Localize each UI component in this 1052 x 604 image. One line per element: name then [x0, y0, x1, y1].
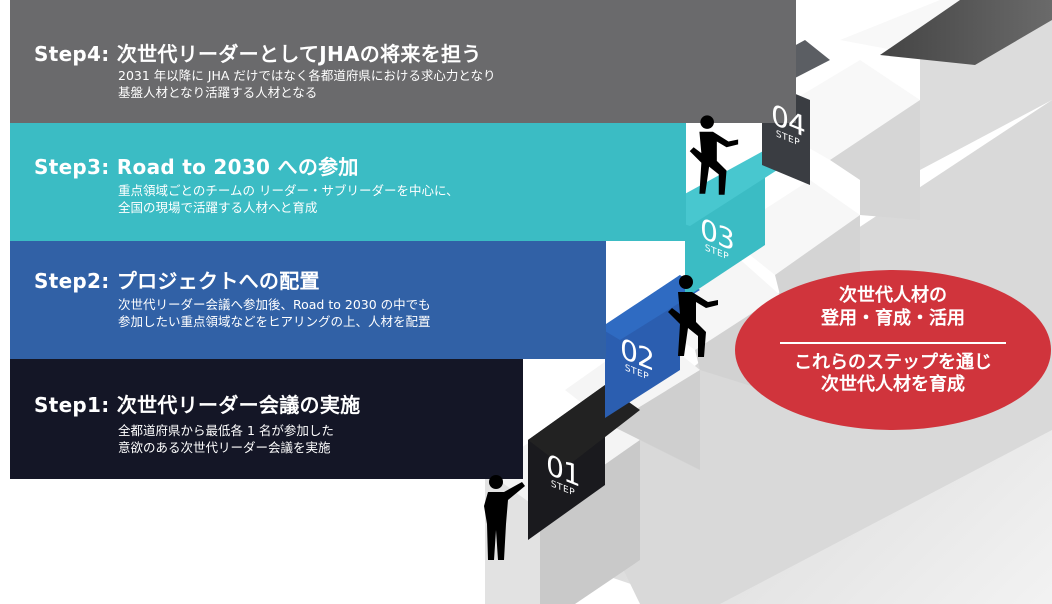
climbing-person-icon	[668, 275, 718, 357]
pointing-person-icon	[484, 475, 525, 560]
step1-title: Step1: 次世代リーダー会議の実施	[34, 393, 361, 417]
callout-body: これらのステップを通じ 次世代人材を育成	[794, 352, 992, 395]
step2-band: Step2: プロジェクトへの配置 次世代リーダー会議へ参加後、Road to …	[10, 241, 606, 359]
arrow-up-icon	[880, 0, 1052, 65]
step3-title: Step3: Road to 2030 への参加	[34, 155, 359, 179]
callout-heading: 次世代人材の 登用・育成・活用	[821, 285, 965, 329]
summary-callout: 次世代人材の 登用・育成・活用 これらのステップを通じ 次世代人材を育成	[732, 268, 1052, 432]
climbing-person-top-icon	[689, 115, 739, 195]
step1-band: Step1: 次世代リーダー会議の実施 全都道府県から最低各 1 名が参加した …	[10, 359, 523, 479]
step2-title: Step2: プロジェクトへの配置	[34, 269, 320, 293]
step1-description: 全都道府県から最低各 1 名が参加した 意欲のある次世代リーダー会議を実施	[118, 423, 334, 455]
callout-divider	[780, 342, 1006, 344]
step2-tread	[600, 275, 700, 340]
step3-band: Step3: Road to 2030 への参加 重点領域ごとのチームの リーダ…	[10, 123, 686, 241]
step4-description: 2031 年以降に JHA だけではなく各都道府県における求心力となり 基盤人材…	[118, 68, 496, 100]
step3-description: 重点領域ごとのチームの リーダー・サブリーダーを中心に、 全国の現場で活躍する人…	[118, 183, 459, 215]
step2-description: 次世代リーダー会議へ参加後、Road to 2030 の中でも 参加したい重点領…	[118, 297, 431, 329]
step4-title: Step4: 次世代リーダーとしてJHAの将来を担う	[34, 42, 482, 66]
step4-band: Step4: 次世代リーダーとしてJHAの将来を担う 2031 年以降に JHA…	[10, 0, 796, 123]
callout-ellipse	[735, 270, 1051, 430]
